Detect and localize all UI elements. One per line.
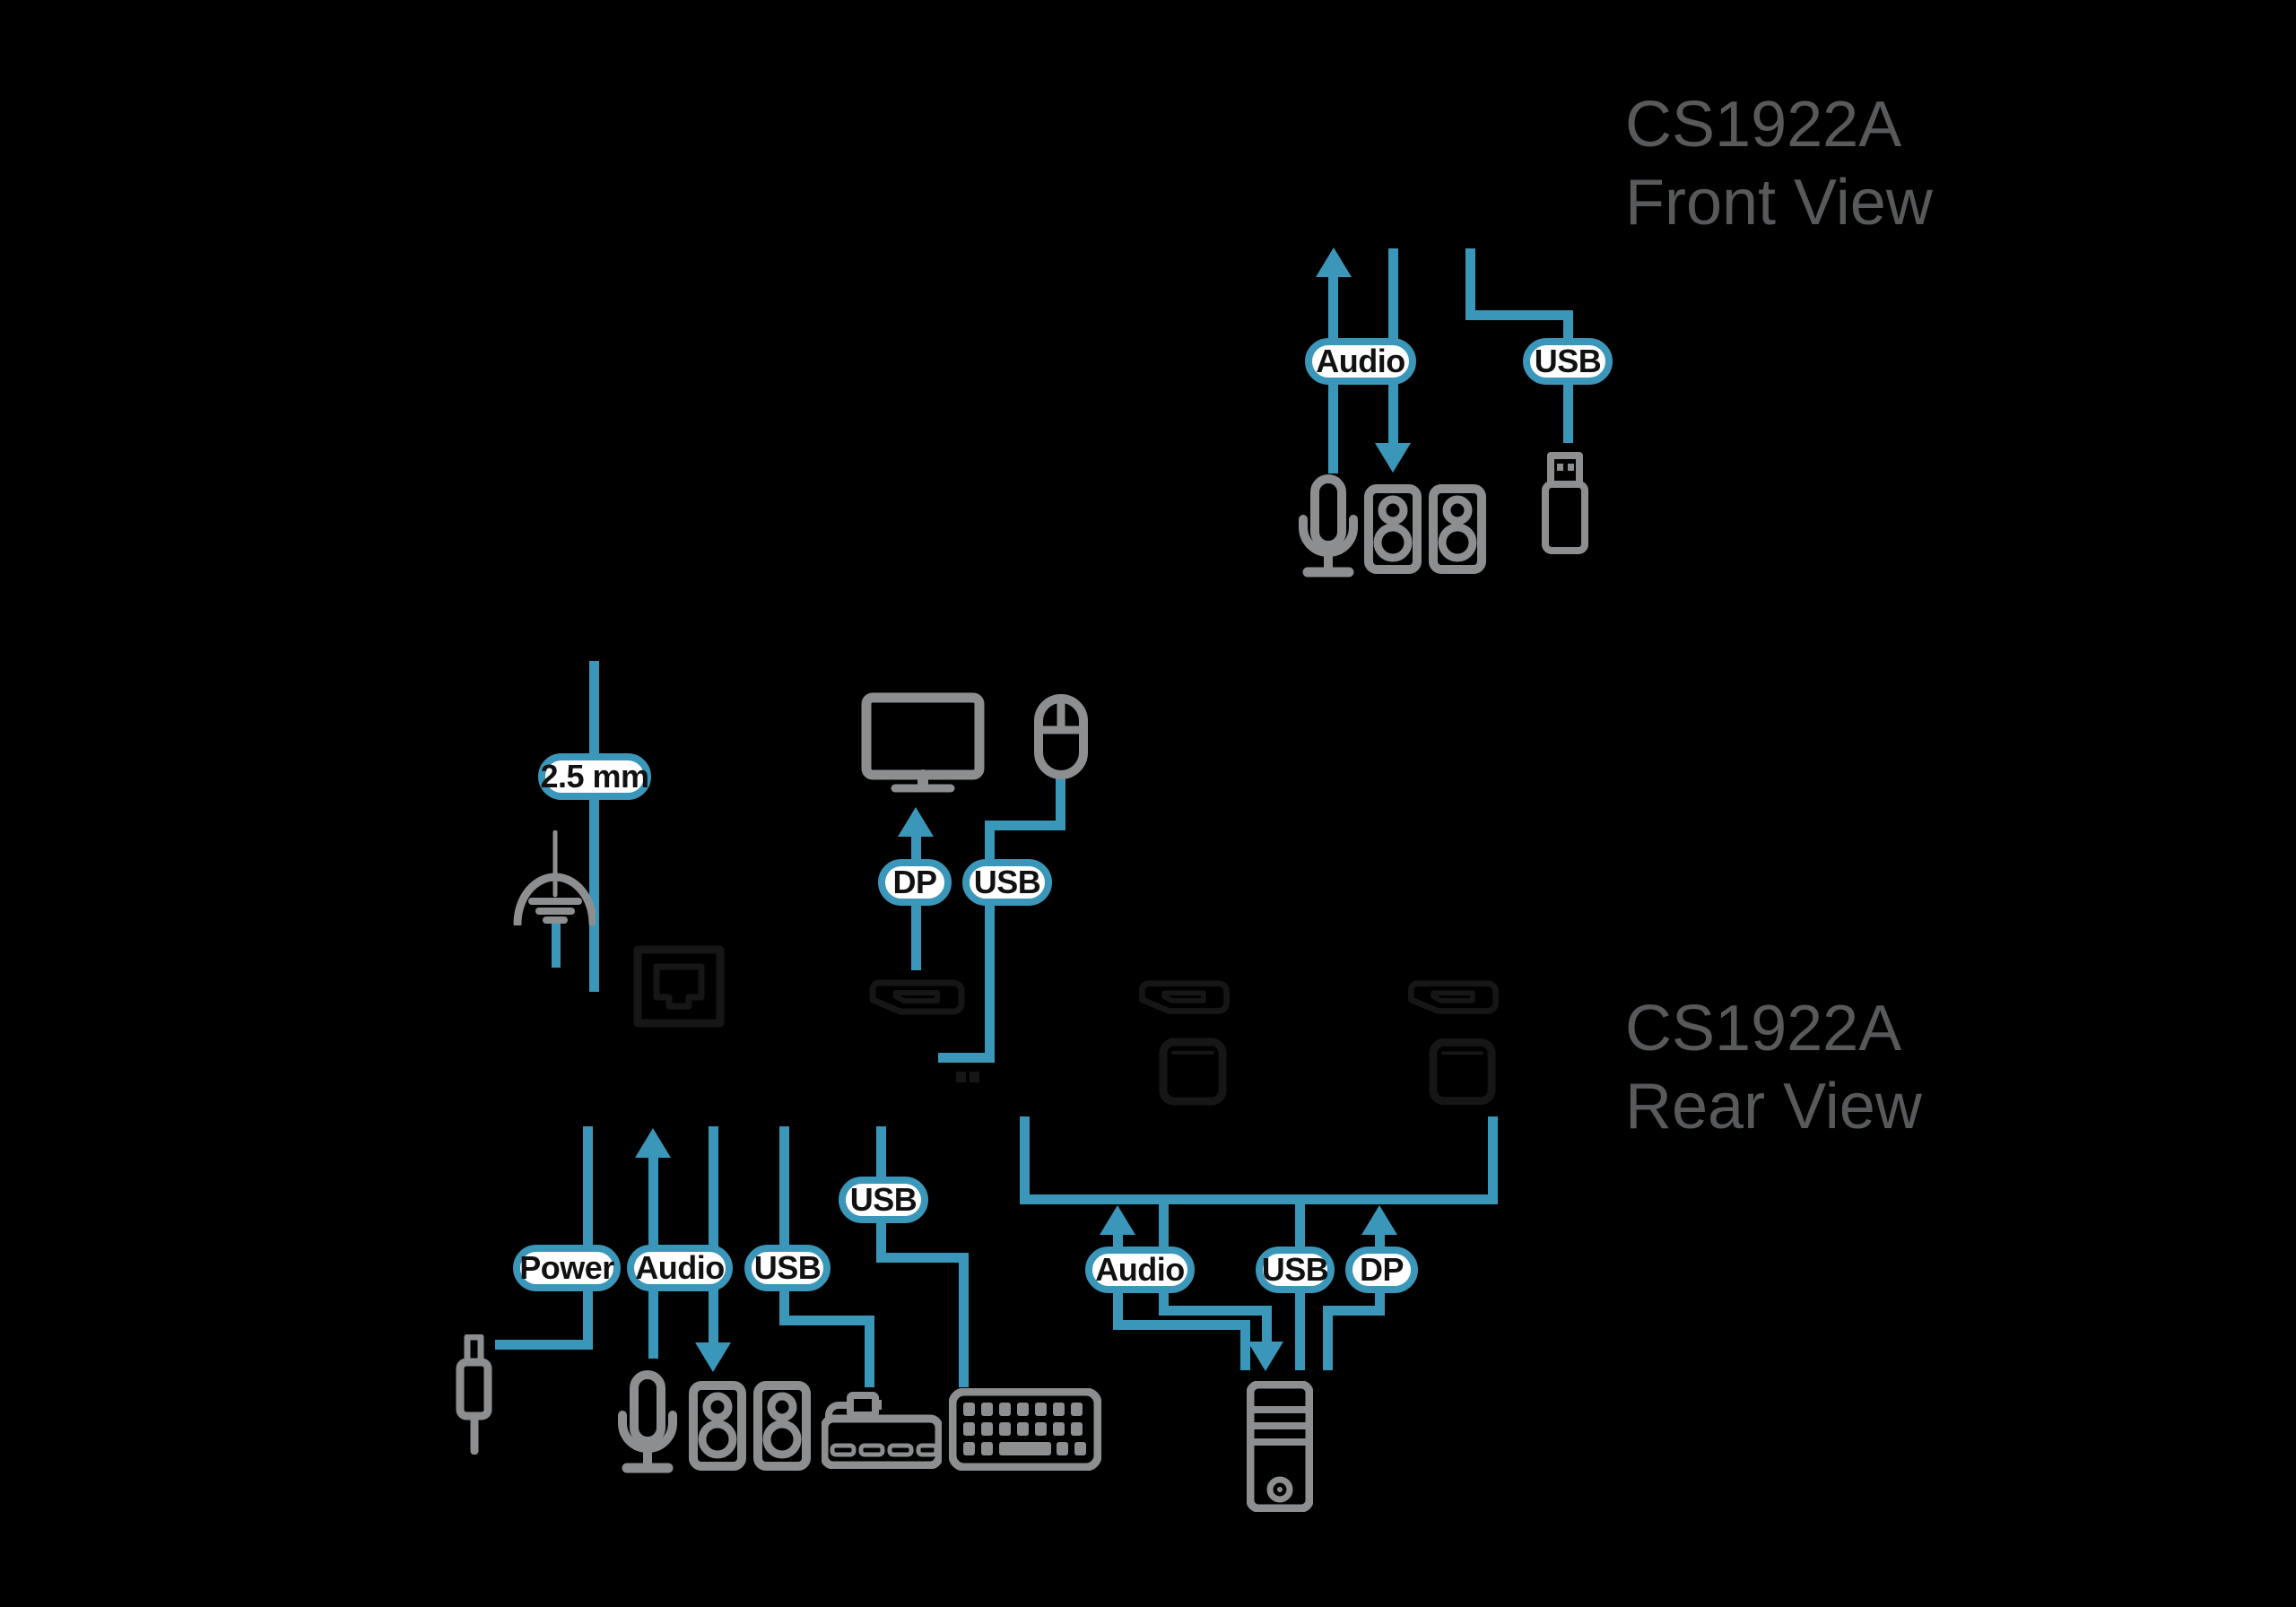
console-dp-label: DP [892,864,937,900]
power-cable-v [583,1126,593,1350]
front-view-title-line1: CS1922A [1625,89,1902,161]
microphone-icon [1299,474,1358,578]
mouse-icon [1034,694,1088,779]
front-usb-label: USB [1534,343,1602,379]
rear-speaker-audio-cable [709,1126,718,1344]
keyboard-icon [949,1388,1101,1471]
jack-25mm-label: 2.5 mm [540,758,649,795]
rear-usb-label-pill: USB [744,1245,831,1291]
mouse-usb-cable-v2 [985,821,995,1063]
rear-audio-label: Audio [635,1249,725,1286]
microphone-icon [618,1370,677,1473]
speakers-icon [689,1381,811,1471]
console-usb-label-pill: USB [962,859,1052,906]
power-label-pill: Power [513,1245,621,1291]
pc-dp-arrow-up [1361,1205,1397,1235]
pc-audio-cableA-v2 [1240,1320,1250,1370]
pc-dp-label-pill: DP [1345,1247,1418,1293]
pc-usb-label: USB [1261,1251,1329,1288]
usb-b-console-port [956,1072,979,1082]
keyboard-usb-cable-v3 [959,1253,969,1387]
power-plug-icon [456,1334,492,1455]
usb-flash-drive-icon [1542,452,1588,554]
front-usb-cable-h [1465,310,1573,320]
pc-audio-label-pill: Audio [1085,1247,1195,1293]
rear-view-title-line1: CS1922A [1625,993,1902,1064]
rear-usb2-label-pill: USB [839,1177,928,1223]
mouse-usb-cable-v1 [1056,777,1065,830]
pc-dp-cable-v2 [1323,1306,1333,1370]
front-usb-label-pill: USB [1523,338,1613,385]
mouse-usb-cable-h1 [985,821,1065,830]
pc-audio-cableB-v2 [1262,1306,1272,1343]
hub-usb-cable-v2 [865,1316,874,1387]
pc-dp-cable-h [1323,1306,1385,1316]
grounding-cable [552,924,561,968]
pc-usb-label-pill: USB [1256,1247,1335,1293]
grounding-wire-icon [513,830,596,925]
rj45-port [633,945,725,1028]
rear-usb-label: USB [753,1249,822,1286]
speakers-icon [1364,484,1486,574]
rear-audio-label-pill: Audio [627,1245,733,1291]
mouse-usb-cable-h2 [938,1053,995,1063]
computer-bus-stub-right [1488,1116,1498,1204]
usb-b-pc2-port [1429,1038,1496,1106]
rear-mic-audio-arrow-up [635,1128,671,1158]
keyboard-usb-cable-v2 [876,1221,886,1263]
front-audio-label: Audio [1316,343,1405,379]
jack-25mm-label-pill: 2.5 mm [538,753,651,800]
pc-audio-label: Audio [1095,1251,1185,1288]
hub-usb-cable-v1 [779,1126,789,1325]
front-speaker-audio-arrow-down [1375,443,1411,473]
usb-b-pc1-port [1159,1038,1227,1106]
displayport-pc1-port [1139,980,1230,1014]
pc-audio-arrow-up [1100,1205,1135,1235]
rear-speaker-audio-arrow-down [695,1342,731,1372]
front-mic-audio-arrow-up [1316,248,1352,277]
hub-usb-cable-h [779,1316,874,1325]
keyboard-usb-cable-v1 [876,1126,886,1178]
firmware-jack-cable [589,661,599,992]
displayport-pc2-port [1408,980,1499,1014]
displayport-out-port [869,979,965,1015]
pc-arrow-down [1248,1342,1283,1371]
power-cable-h [495,1340,593,1350]
keyboard-usb-cable-h [876,1253,969,1263]
console-usb-label: USB [973,864,1041,900]
pc-audio-cableB-h [1159,1306,1272,1316]
rear-view-title: CS1922A Rear View [1625,990,1922,1146]
monitor-icon [861,692,985,793]
rear-view-title-line2: Rear View [1625,1071,1922,1142]
power-label: Power [519,1249,614,1286]
monitor-dp-arrow-up [898,807,934,837]
front-usb-cable-v1 [1465,248,1475,320]
front-view-title-line2: Front View [1625,167,1933,239]
pc-dp-label: DP [1359,1251,1405,1288]
computer-tower-icon [1247,1381,1313,1512]
console-dp-label-pill: DP [878,859,952,906]
front-view-title: CS1922A Front View [1625,86,1933,242]
computer-bus-cable [1020,1194,1498,1204]
pc-audio-cableA-h [1113,1320,1250,1330]
computer-bus-stub-left [1020,1116,1030,1204]
rear-usb2-label: USB [849,1181,918,1218]
usb-hub-icon [822,1392,942,1469]
front-audio-label-pill: Audio [1305,338,1416,385]
